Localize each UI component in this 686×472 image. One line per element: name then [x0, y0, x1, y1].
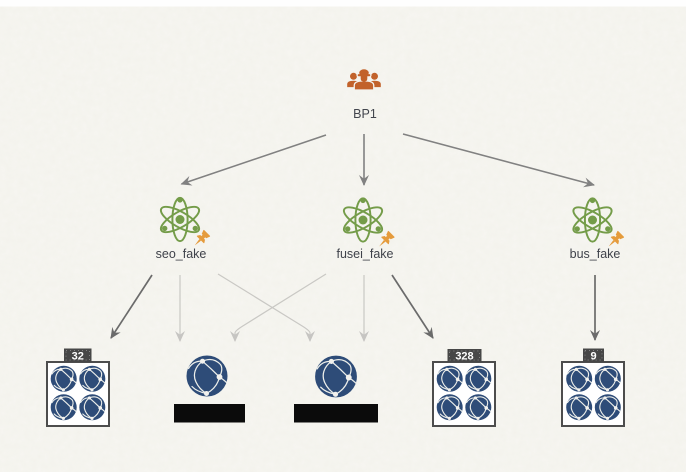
- svg-text:32: 32: [72, 351, 84, 363]
- svg-text:seo_fake: seo_fake: [156, 247, 207, 261]
- svg-text:BP1: BP1: [353, 107, 377, 121]
- svg-text:9: 9: [590, 351, 596, 363]
- svg-text:328: 328: [455, 351, 473, 363]
- svg-text:bus_fake: bus_fake: [570, 247, 621, 261]
- svg-text:fusei_fake: fusei_fake: [337, 247, 394, 261]
